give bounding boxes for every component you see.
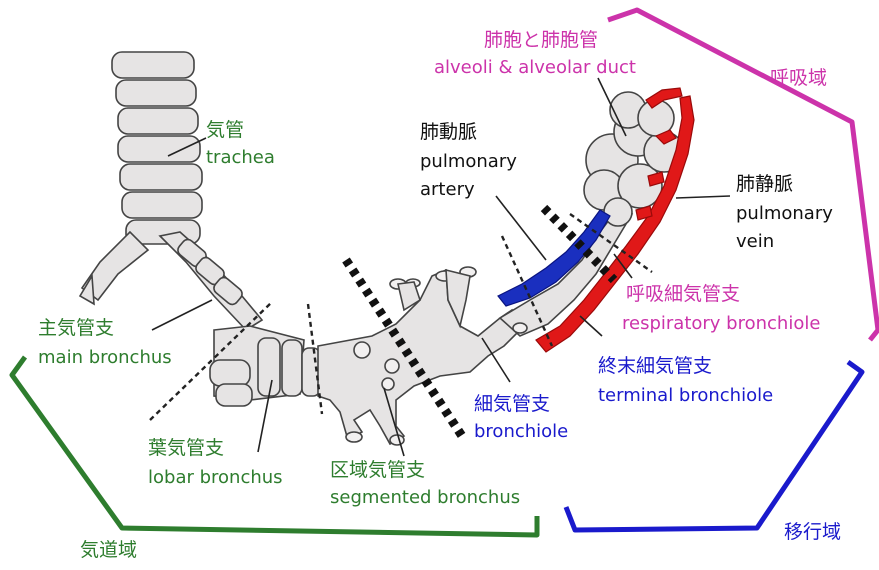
alveoli-shape [584,92,684,226]
segmented-bronchus-label-en: segmented bronchus [330,486,520,510]
pulmonary-artery-label-en2: artery [420,178,475,202]
trachea-label-ja: 気管 [206,118,244,142]
pulmonary-vein-label-ja: 肺静脈 [736,172,793,196]
segmented-bronchus-label-ja: 区域気管支 [330,458,425,482]
main-bronchus-label-en: main bronchus [38,346,172,370]
trachea-shape [112,52,202,244]
main-bronchus-label-ja: 主気管支 [38,316,114,340]
respiratory-bronchiole-label-en: respiratory bronchiole [622,312,820,336]
lobar-bronchus-shape [210,326,320,406]
terminal-bronchiole-label-ja: 終末細気管支 [598,354,712,378]
pulmonary-vein-label-en1: pulmonary [736,202,833,226]
trachea-label-en: trachea [206,146,275,170]
segmented-bronchus-shape [318,267,520,445]
pulmonary-vein-label-en2: vein [736,230,774,254]
lobar-bronchus-label-en: lobar bronchus [148,466,283,490]
conducting-zone-label: 気道域 [80,538,137,562]
respiratory-bronchiole-label-ja: 呼吸細気管支 [626,282,740,306]
pulmonary-artery-label-ja: 肺動脈 [420,120,477,144]
bronchiole-label-ja: 細気管支 [474,392,550,416]
bronchiole-label-en: bronchiole [474,420,568,444]
terminal-bronchiole-label-en: terminal bronchiole [598,384,773,408]
respiratory-zone-label: 呼吸域 [770,66,827,90]
lobar-bronchus-label-ja: 葉気管支 [148,436,224,460]
alveoli-label-ja: 肺胞と肺胞管 [484,28,598,52]
alveoli-label-en: alveoli & alveolar duct [434,56,636,80]
pulmonary-artery-label-en1: pulmonary [420,150,517,174]
transitional-zone-label: 移行域 [784,520,841,544]
